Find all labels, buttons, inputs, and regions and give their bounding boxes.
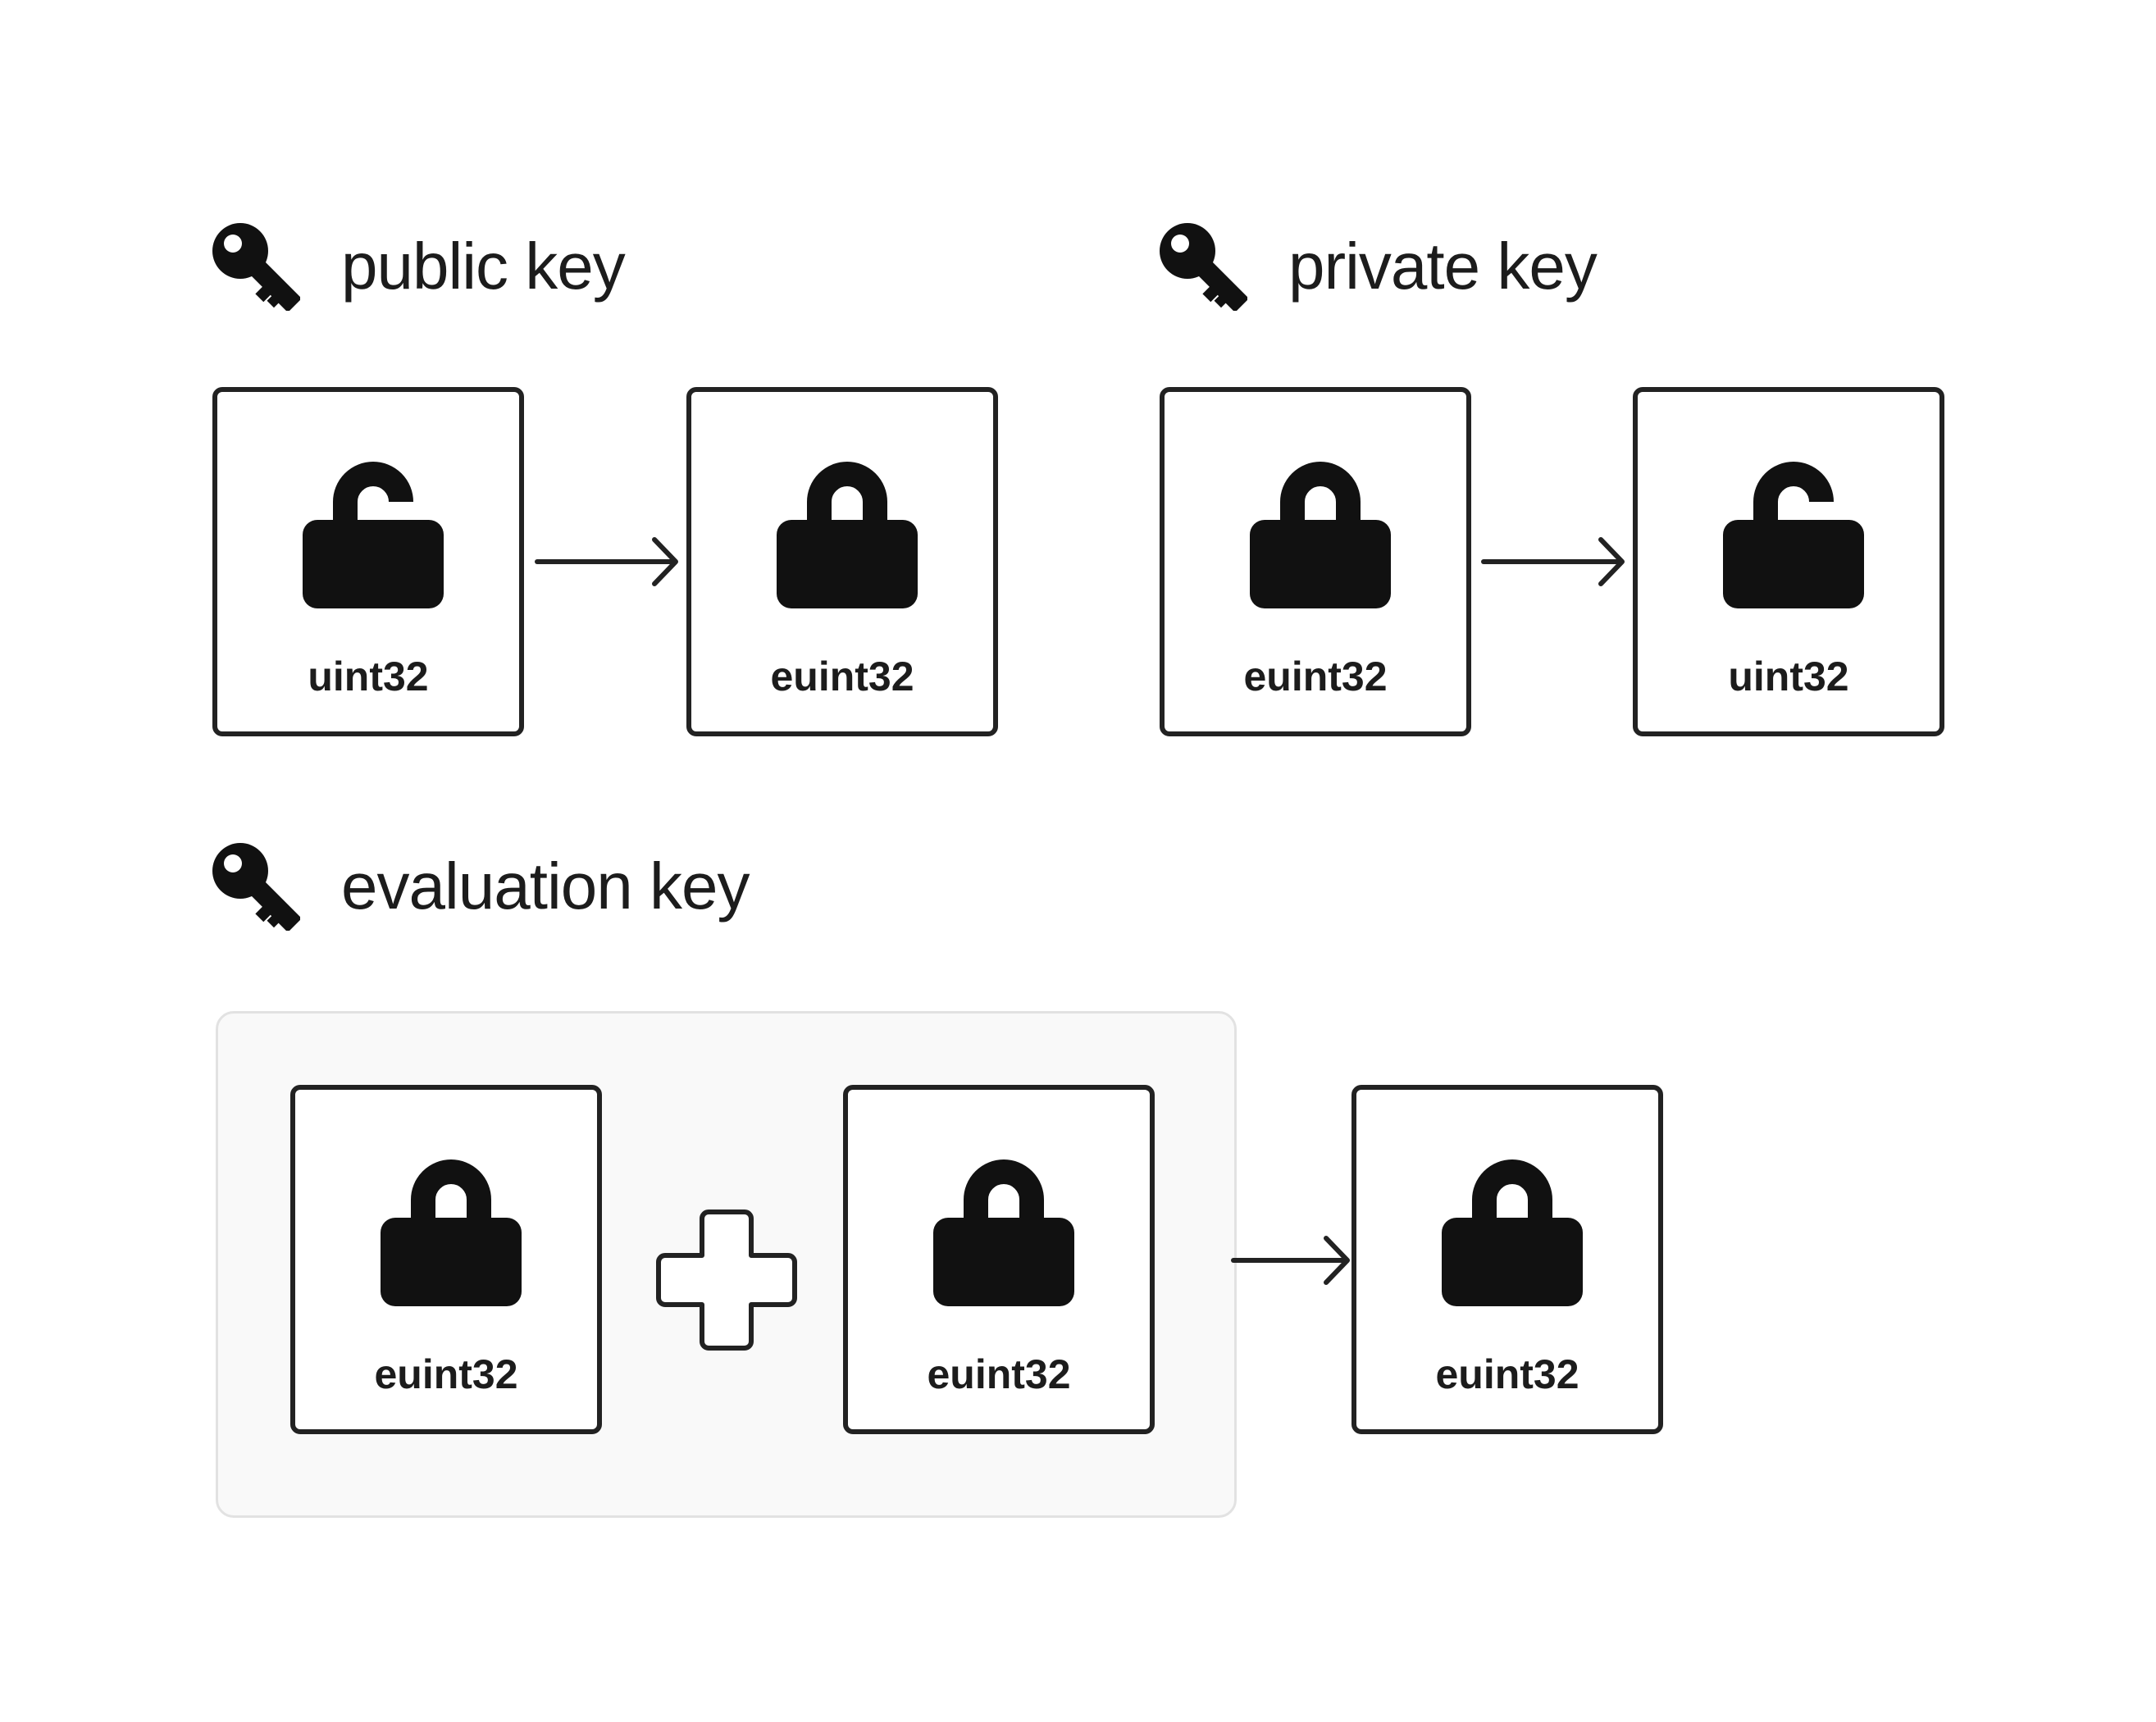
- private-key-input-label: euint32: [1243, 654, 1388, 699]
- evaluation-key-heading: evaluation key: [212, 841, 750, 932]
- private-key-output-label: uint32: [1728, 654, 1849, 699]
- evaluation-operand-a-box: euint32: [290, 1085, 602, 1434]
- plus-icon: [656, 1210, 797, 1351]
- public-key-output-box: euint32: [686, 387, 998, 736]
- arrow-right-icon: [1231, 1236, 1350, 1285]
- evaluation-result-label: euint32: [1435, 1351, 1579, 1397]
- private-key-input-box: euint32: [1160, 387, 1471, 736]
- public-key-heading: public key: [212, 221, 626, 312]
- private-key-output-box: uint32: [1633, 387, 1944, 736]
- key-icon: [1159, 222, 1247, 311]
- private-key-title: private key: [1288, 230, 1598, 303]
- lock-closed-icon: [933, 1146, 1074, 1306]
- evaluation-key-title: evaluation key: [341, 850, 750, 922]
- arrow-right-icon: [535, 537, 678, 586]
- public-key-input-box: uint32: [212, 387, 524, 736]
- private-key-heading: private key: [1159, 221, 1598, 312]
- evaluation-operand-b-label: euint32: [927, 1351, 1071, 1397]
- evaluation-operand-a-label: euint32: [374, 1351, 518, 1397]
- key-icon: [212, 842, 300, 931]
- lock-closed-icon: [1250, 448, 1391, 608]
- evaluation-operand-b-box: euint32: [843, 1085, 1155, 1434]
- public-key-title: public key: [341, 230, 626, 303]
- arrow-right-icon: [1481, 537, 1625, 586]
- key-icon: [212, 222, 300, 311]
- lock-closed-icon: [777, 448, 918, 608]
- public-key-output-label: euint32: [770, 654, 914, 699]
- lock-closed-icon: [381, 1146, 522, 1306]
- lock-closed-icon: [1442, 1146, 1583, 1306]
- evaluation-result-box: euint32: [1351, 1085, 1663, 1434]
- lock-open-icon: [1723, 448, 1864, 608]
- public-key-input-label: uint32: [308, 654, 429, 699]
- lock-open-icon: [303, 448, 444, 608]
